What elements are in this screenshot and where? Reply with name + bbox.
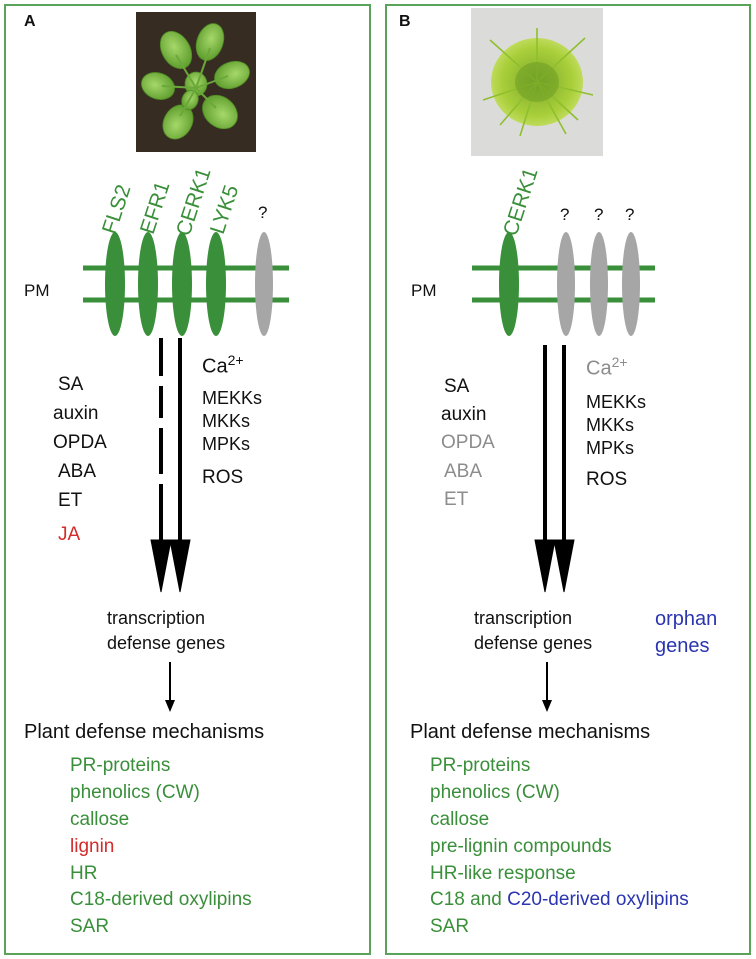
gene-arrow-b <box>542 662 552 712</box>
receptors-b <box>499 232 640 336</box>
receptors-a <box>105 232 273 336</box>
hormone-et-b: ET <box>444 489 469 510</box>
panel-a <box>4 4 371 955</box>
kinase-mekks-a: MEKKs <box>202 388 263 408</box>
kinase-mkks-b: MKKs <box>586 415 635 435</box>
mechanism-a-0: PR-proteins <box>70 755 171 776</box>
mechanism-a-3: lignin <box>70 836 115 857</box>
mechanism-a-4: HR <box>70 863 98 884</box>
hormone-aba-b: ABA <box>444 461 483 482</box>
calcium-a-symbol: Ca <box>202 355 228 378</box>
receptor-efr1 <box>138 232 158 336</box>
mechanism-b-3: pre-lignin compounds <box>430 836 612 857</box>
kinase-mkks-a: MKKs <box>202 411 251 431</box>
kinase-mpks-b: MPKs <box>586 438 635 458</box>
mechanism-b-c20: C20-derived oxylipins <box>507 889 689 910</box>
mechanism-b-1: phenolics (CW) <box>430 782 560 803</box>
transcription-b-line2: defense genes <box>474 633 593 653</box>
ros-b: ROS <box>586 469 628 490</box>
orphan-genes-line1: orphan <box>655 608 718 630</box>
orphan-genes-line2: genes <box>655 635 710 657</box>
receptor-cerk1 <box>172 232 192 336</box>
hormone-auxin: auxin <box>53 403 99 424</box>
hormone-opda-b: OPDA <box>441 432 495 453</box>
hormone-sa: SA <box>58 374 84 395</box>
mechanism-a-1: phenolics (CW) <box>70 782 200 803</box>
panel-b <box>385 4 751 955</box>
calcium-a: Ca2+ <box>202 353 244 377</box>
mechanism-b-6: SAR <box>430 916 470 937</box>
receptor-label-unknown-b1: ? <box>560 205 570 224</box>
mechanism-a-5: C18-derived oxylipins <box>70 889 252 910</box>
receptor-lyk5 <box>206 232 226 336</box>
kinase-mekks-b: MEKKs <box>586 392 647 412</box>
mechanism-b-2: callose <box>430 809 490 830</box>
hormone-sa-b: SA <box>444 376 470 397</box>
calcium-b-symbol: Ca <box>586 357 612 380</box>
calcium-b-charge: 2+ <box>611 354 628 370</box>
gene-arrow-a <box>165 662 175 712</box>
signal-arrows-a <box>150 338 191 593</box>
mechanism-a-2: callose <box>70 809 130 830</box>
mechanisms-title-a: Plant defense mechanisms <box>24 721 265 743</box>
hormone-opda: OPDA <box>53 432 107 453</box>
hormone-aba: ABA <box>58 461 97 482</box>
receptor-label-unknown-b2: ? <box>594 205 604 224</box>
kinase-mpks-a: MPKs <box>202 434 251 454</box>
mechanism-b-5: C18 and C20-derived oxylipins <box>430 890 689 909</box>
transcription-a-line1: transcription <box>107 608 206 628</box>
ros-a: ROS <box>202 467 244 488</box>
pm-label-a: PM <box>24 281 50 300</box>
panel-a-label: A <box>24 13 36 30</box>
transcription-a-line2: defense genes <box>107 633 226 653</box>
receptor-unknown-b2 <box>590 232 608 336</box>
mechanism-a-6: SAR <box>70 916 110 937</box>
mechanism-b-c18: C18 and <box>430 889 502 910</box>
receptor-fls2 <box>105 232 125 336</box>
mechanism-b-4: HR-like response <box>430 863 576 884</box>
receptor-unknown-b3 <box>622 232 640 336</box>
signal-arrows-b <box>534 345 575 593</box>
panel-b-label: B <box>399 13 411 30</box>
hormone-auxin-b: auxin <box>441 404 487 425</box>
receptor-unknown-b1 <box>557 232 575 336</box>
moss-photo <box>471 8 603 156</box>
receptor-label-unknown-b3: ? <box>625 205 635 224</box>
arabidopsis-photo <box>136 12 256 152</box>
mechanisms-title-b: Plant defense mechanisms <box>410 721 651 743</box>
transcription-b-line1: transcription <box>474 608 573 628</box>
pm-label-b: PM <box>411 281 437 300</box>
mechanism-b-0: PR-proteins <box>430 755 531 776</box>
hormone-et: ET <box>58 490 83 511</box>
hormone-ja: JA <box>58 524 81 545</box>
receptor-cerk1-b <box>499 232 519 336</box>
receptor-label-unknown: ? <box>258 203 268 222</box>
calcium-a-charge: 2+ <box>227 352 244 368</box>
calcium-b: Ca2+ <box>586 355 628 379</box>
receptor-unknown <box>255 232 273 336</box>
